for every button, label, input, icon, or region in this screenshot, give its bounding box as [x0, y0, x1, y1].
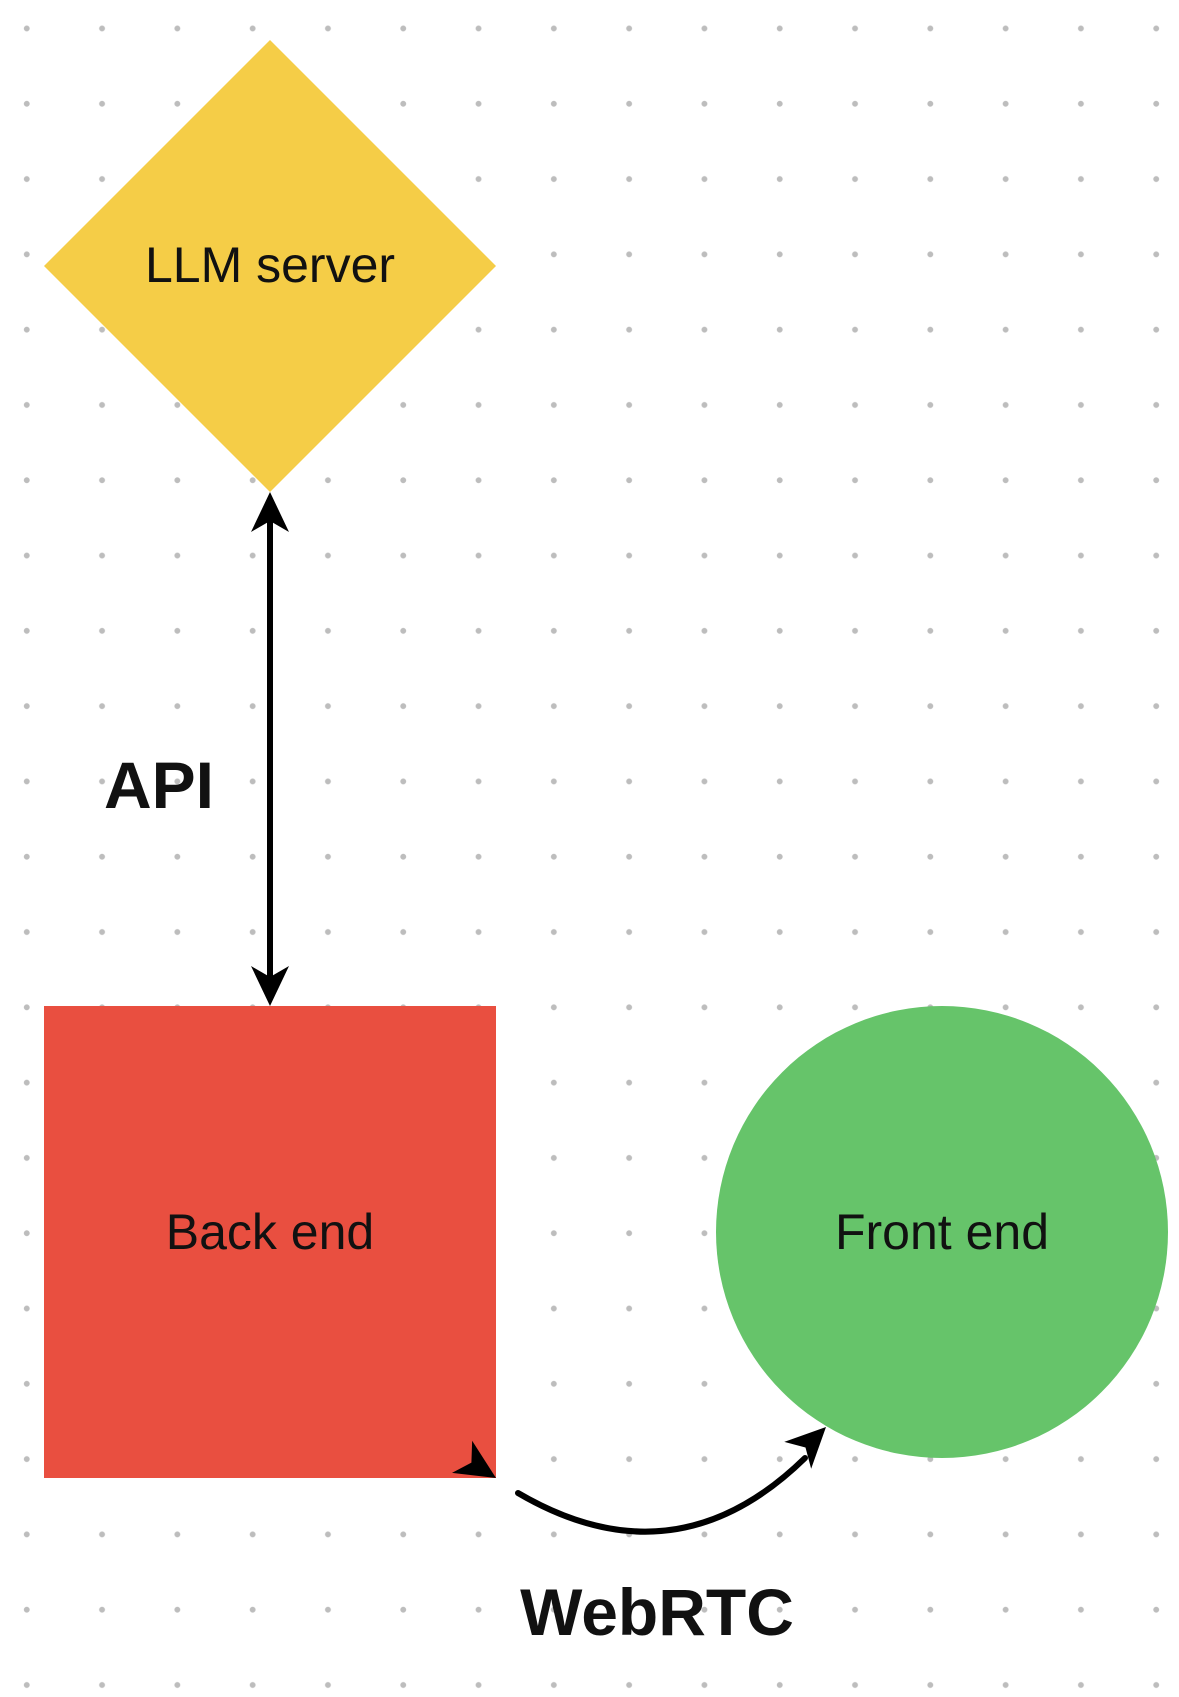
front-end-label: Front end — [835, 1204, 1049, 1260]
webrtc-connector-line — [515, 1455, 808, 1535]
api-arrowhead-top — [251, 492, 289, 532]
back-end-shape — [44, 1006, 496, 1478]
front-end-shape — [716, 1006, 1168, 1458]
api-connector[interactable] — [251, 492, 289, 1006]
llm-server-label: LLM server — [145, 237, 395, 293]
api-arrowhead-bottom — [251, 966, 289, 1006]
llm-server-shape — [44, 40, 496, 492]
back-end-label: Back end — [166, 1204, 374, 1260]
back-end-node[interactable]: Back end — [44, 1006, 496, 1478]
webrtc-connector[interactable] — [452, 1414, 839, 1535]
llm-server-node[interactable]: LLM server — [44, 40, 496, 492]
api-label: API — [104, 748, 214, 822]
webrtc-arrowhead-right — [784, 1427, 826, 1469]
webrtc-arrowhead-left — [452, 1440, 496, 1478]
front-end-node[interactable]: Front end — [716, 1006, 1168, 1458]
webrtc-label: WebRTC — [520, 1575, 794, 1649]
